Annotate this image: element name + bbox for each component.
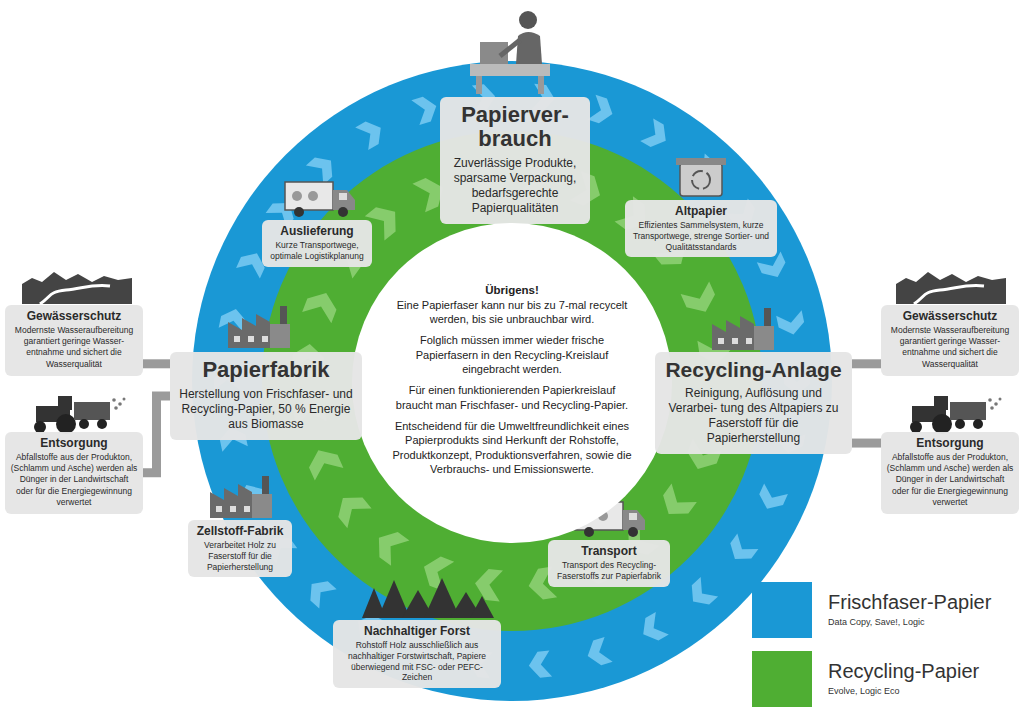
recycling-plant-icon: [712, 308, 774, 350]
stage-box: AltpapierEffizientes Sammelsystem, kurze…: [625, 200, 777, 257]
node-body: Entscheidend für die Umweltfreundlichkei…: [392, 419, 632, 476]
side-box: EntsorgungAbfallstoffe aus der Produkton…: [881, 432, 1019, 514]
water-icon: [22, 272, 132, 304]
node-heading: Übrigens!: [485, 283, 539, 298]
node-body: Effizientes Sammelsystem, kurze Transpor…: [630, 220, 772, 252]
flow-chevron: [584, 637, 613, 669]
flow-chevron: [418, 552, 454, 591]
stage-box: Zellstoff-FabrikVerarbeitet Holz zu Fase…: [188, 520, 292, 577]
pulp-mill-icon: [210, 476, 272, 518]
stage-box: PapierfabrikHerstellung von Frischfaser-…: [170, 352, 362, 440]
flow-chevron: [755, 483, 788, 514]
node-heading: Entsorgung: [886, 436, 1014, 450]
flow-chevron: [331, 488, 372, 528]
legend-text-group: Frischfaser-PapierData Copy, Save!, Logi…: [828, 591, 991, 629]
side-box: EntsorgungAbfallstoffe aus der Produkton…: [5, 432, 143, 514]
node-heading: Auslieferung: [267, 224, 367, 238]
flow-chevron: [528, 651, 553, 679]
node-body: Reinigung, Auflösung und Verarbei- tung …: [661, 386, 846, 446]
flow-chevron: [587, 95, 616, 127]
node-body: Folglich müssen immer wieder frische Pap…: [392, 333, 632, 376]
connector-bar: [143, 396, 170, 473]
forest-icon: [362, 578, 494, 618]
stage-box: AuslieferungKurze Transportwege, optimal…: [262, 220, 372, 267]
legend-entry: Frischfaser-PapierData Copy, Save!, Logi…: [752, 582, 991, 638]
legend-label: Recycling-Papier: [828, 660, 979, 683]
connector-bar: [852, 439, 881, 448]
circle-outline: [352, 223, 672, 543]
node-body: Modernste Wasseraufbereitung garantiert …: [886, 325, 1014, 369]
node-body: Abfallstoffe aus der Produkton, (Schlamm…: [10, 452, 138, 507]
side-box: GewässerschutzModernste Wasseraufbereitu…: [5, 305, 143, 376]
stage-box: TransportTransport des Recycling-Faserst…: [548, 540, 670, 587]
tractor-icon: [910, 396, 1002, 434]
flow-chevron: [637, 612, 669, 646]
node-heading: Nachhaltiger Forst: [338, 624, 496, 638]
legend-entry: Recycling-PapierEvolve, Logic Eco: [752, 651, 979, 707]
flow-chevron: [355, 116, 387, 150]
node-heading: Papierfabrik: [176, 358, 356, 382]
flow-chevron: [303, 574, 337, 608]
node-heading: Papierver- brauch: [446, 103, 584, 151]
legend-label: Frischfaser-Papier: [828, 591, 991, 614]
node-body: Kurze Transportwege, optimale Logistikpl…: [267, 240, 367, 261]
flow-chevron: [776, 310, 806, 337]
flow-chevron: [640, 118, 672, 152]
stage-box: Papierver- brauchZuverlässige Produkte, …: [440, 97, 590, 224]
legend-swatch: [752, 582, 812, 638]
flow-chevron: [304, 444, 343, 481]
node-heading: Recycling-Anlage: [661, 358, 846, 381]
legend-swatch: [752, 651, 812, 707]
paper-bin-icon: [676, 158, 726, 196]
circle-text: Übrigens!Eine Papierfaser kann nur bis z…: [392, 223, 632, 543]
node-heading: Transport: [553, 544, 665, 558]
node-body: Herstellung von Frischfaser- und Recycli…: [176, 387, 356, 432]
node-body: Transport des Recycling-Faserstoffs zur …: [553, 560, 665, 581]
node-body: Abfallstoffe aus der Produkton, (Schlamm…: [886, 452, 1014, 507]
consumer-icon: [470, 11, 550, 94]
node-heading: Gewässerschutz: [10, 309, 138, 323]
node-body: Modernste Wasseraufbereitung garantiert …: [10, 325, 138, 369]
node-body: Eine Papierfaser kann nur bis zu 7-mal r…: [392, 298, 632, 327]
node-body: Für einen funktionierenden Papierkreisla…: [392, 383, 632, 412]
flow-chevron: [302, 287, 341, 323]
flow-chevron: [681, 281, 720, 318]
node-body: Zuverlässige Produkte, sparsame Verpacku…: [446, 156, 584, 216]
flow-chevron: [684, 577, 718, 611]
legend-text-group: Recycling-PapierEvolve, Logic Eco: [828, 660, 979, 698]
delivery-truck-icon: [285, 182, 355, 217]
flow-chevron: [306, 151, 340, 185]
node-body: Verarbeitet Holz zu Faserstoff für die P…: [193, 540, 287, 572]
connector-bar: [143, 359, 170, 368]
node-heading: Entsorgung: [10, 436, 138, 450]
node-body: Rohstoff Holz ausschließlich aus nachhal…: [338, 640, 496, 683]
tractor-icon: [34, 396, 126, 434]
connector-bar: [852, 359, 881, 368]
node-heading: Zellstoff-Fabrik: [193, 524, 287, 538]
side-box: GewässerschutzModernste Wasseraufbereitu…: [881, 305, 1019, 376]
flow-chevron: [656, 484, 697, 524]
flow-chevron: [473, 568, 503, 602]
paper-mill-icon: [228, 306, 290, 348]
water-icon: [896, 272, 1006, 304]
legend-note: Data Copy, Save!, Logic: [828, 617, 991, 629]
flow-chevron: [411, 94, 440, 126]
info-circle: Übrigens!Eine Papierfaser kann nur bis z…: [352, 223, 672, 543]
stage-box: Recycling-AnlageReinigung, Auflösung und…: [655, 352, 852, 454]
node-heading: Altpapier: [630, 204, 772, 218]
legend-note: Evolve, Logic Eco: [828, 686, 979, 698]
flow-chevron: [724, 534, 758, 567]
stage-box: Nachhaltiger ForstRohstoff Holz ausschli…: [333, 620, 501, 688]
flow-chevron: [370, 525, 410, 566]
node-heading: Gewässerschutz: [886, 309, 1014, 323]
